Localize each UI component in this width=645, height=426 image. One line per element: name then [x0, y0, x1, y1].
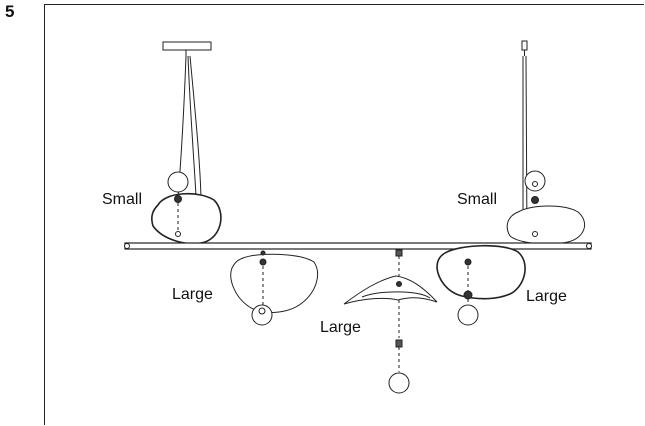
large-center-bulb [388, 372, 410, 394]
large-left-bulb [251, 304, 273, 326]
right-ceiling-hook [521, 40, 528, 56]
diagram-frame [44, 4, 644, 425]
label-small-right: Small [457, 191, 497, 208]
small-left-shade [151, 192, 222, 245]
left-ceiling-canopy [162, 41, 212, 56]
large-right-bulb [457, 304, 479, 326]
horizontal-bar [124, 242, 592, 250]
large-left-shade [230, 253, 318, 313]
small-right-shade [506, 205, 586, 245]
label-large-center: Large [320, 319, 361, 336]
label-large-left: Large [172, 286, 213, 303]
center-connector [395, 249, 403, 257]
step-number: 5 [5, 2, 15, 21]
large-right-shade [436, 244, 526, 300]
small-left-bulb [167, 171, 189, 193]
large-center-shade [343, 275, 438, 305]
label-large-right: Large [526, 288, 567, 305]
label-small-left: Small [102, 191, 142, 208]
